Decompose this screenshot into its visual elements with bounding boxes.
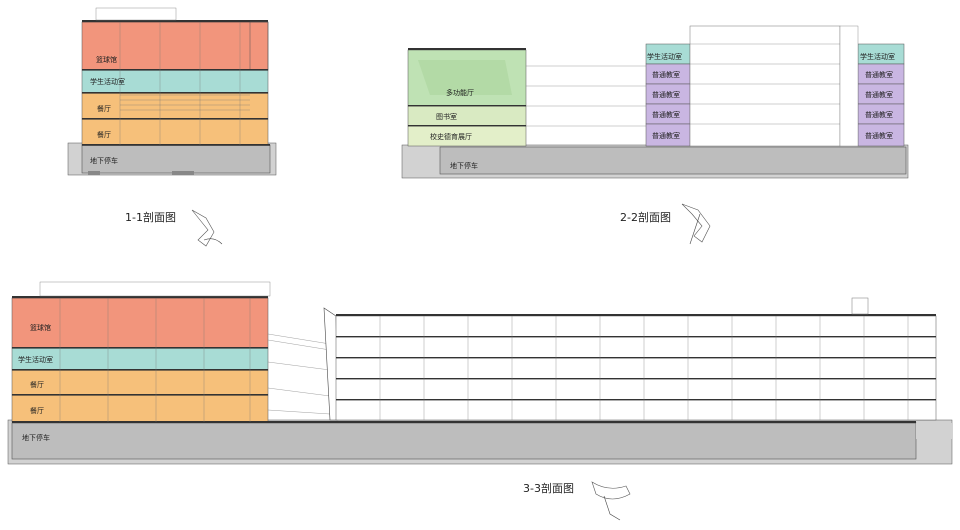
section-2-2-left-slab-2: [408, 125, 526, 127]
section-2-2-key-icon: [681, 203, 711, 243]
section-3-3-label-dining-upper: 餐厅: [30, 380, 44, 389]
section-2-2-left-slab-1: [408, 105, 526, 107]
section-2-2-link-lines: [526, 65, 646, 127]
section-3-3-ground-slab: [12, 421, 916, 423]
section-3-3: 篮球馆 学生活动室 餐厅 餐厅 地下停车 3-3剖面图: [7, 281, 953, 521]
section-1-1-slab-4: [82, 144, 270, 146]
section-2-2-label-library: 图书室: [436, 112, 457, 121]
section-2-2-seating: [418, 60, 512, 95]
section-3-3-left-slab-3: [12, 394, 268, 396]
section-1-1-key-mark: [203, 238, 223, 245]
section-3-3-left-roof-structure: [39, 281, 271, 297]
section-1-1-slab-3: [82, 118, 268, 120]
section-1-1-slab-2: [82, 92, 268, 94]
section-3-3-teaching-bays: [379, 316, 909, 420]
section-3-3-teaching-slab-3: [336, 378, 936, 380]
section-1-1-parking-block: [81, 144, 271, 174]
section-1-1-label-parking: 地下停车: [90, 156, 118, 165]
section-3-3-teaching-slab-4: [336, 399, 936, 401]
section-1-1-roof-stair: [95, 7, 177, 21]
section-2-2-label-class-left-1: 普通教室: [652, 70, 680, 79]
section-3-3-teaching-roof: [336, 314, 936, 316]
section-3-3-dining-upper-block: [11, 369, 269, 396]
section-2-2-center-floors: [690, 43, 840, 125]
section-2-2-label-parking: 地下停车: [450, 161, 478, 170]
section-3-3-left-roof: [12, 296, 268, 299]
section-2-2-label-class-left-3: 普通教室: [652, 110, 680, 119]
section-2-2-center-volume: [689, 25, 841, 147]
section-2-2-label-class-right-4: 普通教室: [865, 131, 893, 140]
section-3-3-title: 3-3剖面图: [523, 481, 574, 495]
section-3-3-teaching-slab-2: [336, 357, 936, 359]
section-1-1-footing-right: [172, 171, 194, 175]
section-1-1: 篮球馆 学生活动室 餐厅 餐厅 地下停车 1-1剖面图: [67, 7, 277, 247]
section-3-3-left-gridlines: [59, 298, 251, 422]
section-3-3-label-parking: 地下停车: [22, 433, 50, 442]
section-2-2-library-block: [407, 105, 527, 127]
section-2-2-label-history: 校史德育展厅: [430, 132, 472, 141]
section-1-1-label-student: 学生活动室: [90, 77, 125, 86]
section-1-1-label-dining-lower: 餐厅: [97, 130, 111, 139]
section-2-2-label-class-left-4: 普通教室: [652, 131, 680, 140]
section-1-1-gridlines: [119, 22, 250, 145]
section-2-2-label-class-right-2: 普通教室: [865, 90, 893, 99]
section-2-2-label-class-right-3: 普通教室: [865, 110, 893, 119]
section-1-1-roof-slab: [82, 20, 268, 23]
section-1-1-footing-left: [88, 171, 100, 175]
section-2-2-label-student-left: 学生活动室: [647, 52, 682, 61]
section-3-3-ramp: [916, 423, 952, 439]
section-3-3-key-mark: [603, 495, 621, 521]
section-3-3-link-lines: [267, 333, 331, 415]
section-2-2-label-multi: 多功能厅: [446, 88, 474, 97]
section-3-3-parking-block: [11, 422, 917, 460]
section-1-1-slab-1: [82, 69, 268, 71]
section-2-2-parking-block: [439, 146, 907, 175]
section-2-2-label-student-right: 学生活动室: [860, 52, 895, 61]
section-3-3-label-dining-lower: 餐厅: [30, 406, 44, 415]
section-3-3-teaching-block: [335, 315, 937, 421]
section-2-2-label-class-left-2: 普通教室: [652, 90, 680, 99]
section-1-1-key-icon: [191, 209, 215, 247]
section-1-1-label-dining-upper: 餐厅: [97, 104, 111, 113]
section-3-3-dining-lower-block: [11, 394, 269, 423]
section-1-1-title: 1-1剖面图: [125, 210, 176, 224]
section-3-3-roof-stair: [851, 297, 869, 315]
section-3-3-basketball-block: [11, 297, 269, 349]
section-2-2: 多功能厅 图书室 校史德育展厅 地下停车 学生活动室 学生活动室 普通教室 普通…: [401, 25, 909, 245]
section-2-2-title: 2-2剖面图: [620, 210, 671, 224]
section-3-3-label-student: 学生活动室: [18, 355, 53, 364]
section-3-3-left-slab-2: [12, 369, 268, 371]
section-3-3-left-slab-1: [12, 347, 268, 349]
section-2-2-right-gap: [839, 25, 859, 147]
section-1-1-dining-upper-block: [81, 92, 269, 120]
section-2-2-key-mark: [689, 213, 701, 245]
section-3-3-label-basketball: 篮球馆: [30, 323, 51, 332]
section-2-2-label-class-right-1: 普通教室: [865, 70, 893, 79]
section-3-3-key-icon: [591, 481, 631, 500]
section-3-3-teaching-slab-1: [336, 336, 936, 338]
section-1-1-label-basketball: 篮球馆: [96, 55, 117, 64]
section-2-2-left-roof: [408, 48, 526, 50]
